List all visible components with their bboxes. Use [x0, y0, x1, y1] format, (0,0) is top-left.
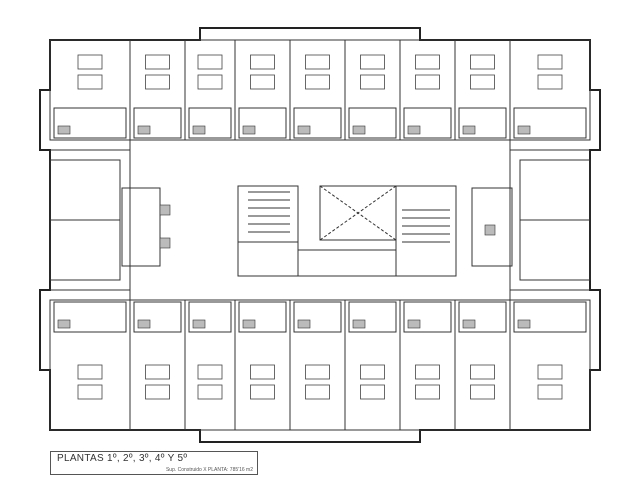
bed [470, 54, 495, 70]
bed [305, 54, 330, 70]
bathroom [348, 107, 397, 139]
bed [305, 384, 330, 400]
bed [197, 364, 223, 380]
bathroom [293, 107, 342, 139]
bed [470, 384, 495, 400]
bed [415, 74, 440, 90]
side-wings [49, 149, 591, 291]
bathtub [517, 319, 531, 329]
bed [415, 384, 440, 400]
bed [360, 54, 385, 70]
bathtub [57, 125, 71, 135]
bed [415, 364, 440, 380]
bed [250, 54, 275, 70]
bed [145, 54, 170, 70]
bathroom [513, 301, 587, 333]
bathtub [242, 319, 256, 329]
bathroom [293, 301, 342, 333]
bathroom [348, 301, 397, 333]
bathtub [462, 319, 476, 329]
bathtub [192, 125, 206, 135]
bathroom [403, 107, 452, 139]
bed [145, 364, 170, 380]
bathtub [297, 125, 311, 135]
bed [537, 364, 563, 380]
bathtub [297, 319, 311, 329]
bed [470, 364, 495, 380]
bathtub [517, 125, 531, 135]
bathtub [352, 319, 366, 329]
bathroom [53, 301, 127, 333]
bed [197, 54, 223, 70]
bed [77, 384, 103, 400]
bathtub [137, 319, 151, 329]
bottom-wing-rooms [49, 299, 591, 431]
bed [77, 74, 103, 90]
bathroom [458, 107, 507, 139]
bed [305, 364, 330, 380]
bathroom [188, 301, 232, 333]
bathtub [242, 125, 256, 135]
bed [197, 74, 223, 90]
bed [197, 384, 223, 400]
bathroom [458, 301, 507, 333]
bed [470, 74, 495, 90]
top-wing-rooms [49, 39, 591, 141]
bathtub [192, 319, 206, 329]
bathroom [133, 301, 182, 333]
caption-title: PLANTAS 1º, 2º, 3º, 4º Y 5º [57, 453, 188, 464]
bathroom [513, 107, 587, 139]
bathtub [352, 125, 366, 135]
room [509, 39, 591, 141]
bed [360, 384, 385, 400]
bed [537, 54, 563, 70]
bed [360, 74, 385, 90]
caption-area: Sup. Construido X PLANTA: 785'16 m2 [165, 467, 253, 473]
room [509, 299, 591, 431]
bed [250, 74, 275, 90]
bed [77, 54, 103, 70]
bed [145, 74, 170, 90]
bed [360, 364, 385, 380]
bed [415, 54, 440, 70]
bathroom [238, 301, 287, 333]
central-corridor [129, 139, 511, 301]
bed [537, 384, 563, 400]
core-stairs-lift [159, 185, 496, 277]
bathtub [407, 319, 421, 329]
bathtub [462, 125, 476, 135]
plan-caption: PLANTAS 1º, 2º, 3º, 4º Y 5º Sup. Constru… [50, 451, 258, 475]
bed [250, 384, 275, 400]
bathtub [57, 319, 71, 329]
bed [537, 74, 563, 90]
bathroom [133, 107, 182, 139]
bed [250, 364, 275, 380]
bathroom [238, 107, 287, 139]
bathroom [188, 107, 232, 139]
bathtub [137, 125, 151, 135]
bed [145, 384, 170, 400]
bathtub [407, 125, 421, 135]
bathroom [53, 107, 127, 139]
bed [77, 364, 103, 380]
bed [305, 74, 330, 90]
bathroom [403, 301, 452, 333]
